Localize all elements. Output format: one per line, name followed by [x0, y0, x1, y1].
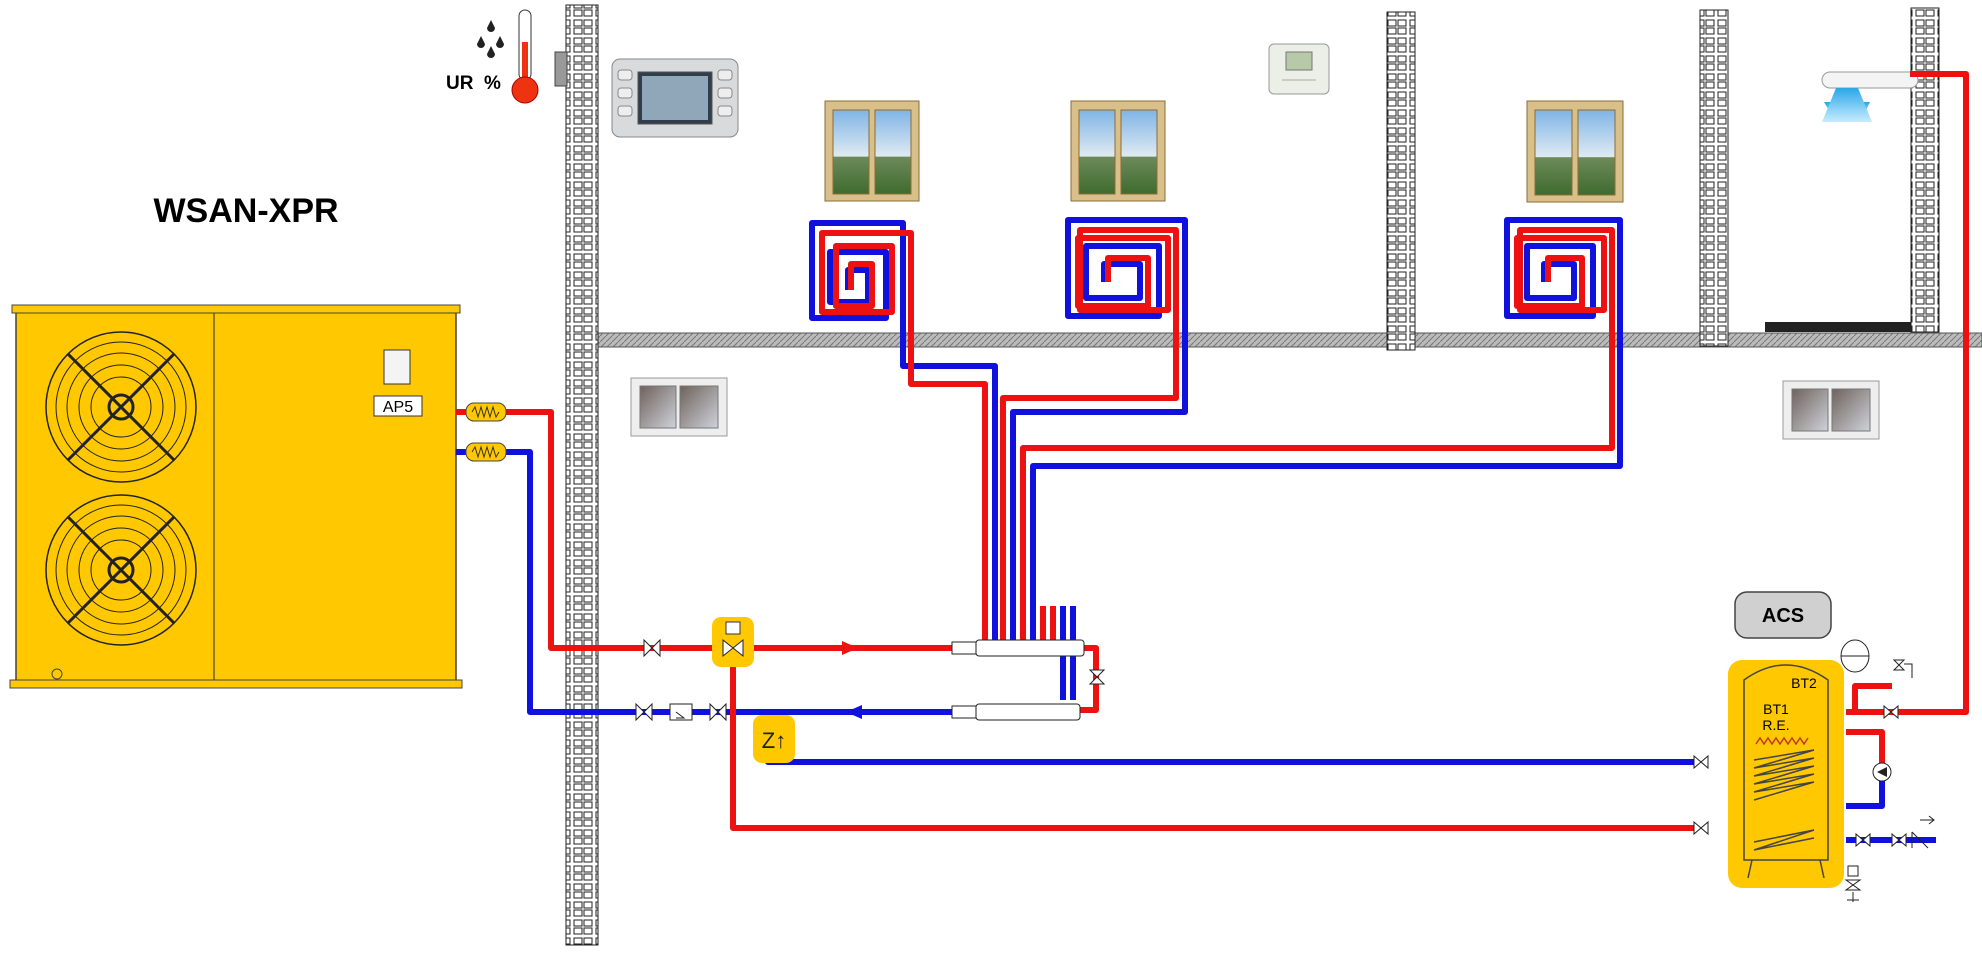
check-valve-icon	[1912, 816, 1934, 848]
thermostat-icon	[1269, 44, 1329, 94]
window-icon	[825, 101, 919, 201]
svg-text:Z↑: Z↑	[762, 728, 786, 753]
tank-sensor-bt1: BT1	[1763, 701, 1789, 717]
floor-heating-loop-1	[812, 223, 911, 338]
tank-icon	[1744, 665, 1828, 878]
flow-arrow-icons	[842, 641, 862, 719]
heat-pump-unit: AP5	[10, 305, 462, 688]
return-manifold	[952, 704, 1080, 720]
valve-icon	[644, 640, 660, 656]
ap5-label: AP5	[383, 399, 413, 416]
zone-valve-icon: Z↑	[753, 715, 795, 763]
tank-heater-label: R.E.	[1762, 717, 1789, 733]
window-icon	[631, 378, 727, 436]
wall-sensor-icon	[555, 52, 567, 86]
humidity-label: UR %	[446, 73, 501, 94]
flex-connector-return	[466, 443, 506, 461]
three-way-valve-icon	[712, 617, 754, 667]
valve-icon	[636, 704, 726, 720]
tank-title: ACS	[1762, 605, 1804, 627]
unit-model-title: WSAN-XPR	[153, 192, 338, 230]
window-icon	[1071, 101, 1165, 201]
dhw-piping	[1846, 74, 1966, 840]
safety-valve-icon	[1894, 660, 1912, 678]
floor-heating-loop-2	[1068, 220, 1185, 338]
pump-icon	[1873, 763, 1891, 781]
expansion-vessel-icon	[1841, 640, 1869, 672]
window-icon	[1783, 381, 1879, 439]
supply-manifold	[952, 640, 1084, 656]
flex-connector-supply	[466, 403, 506, 421]
tank-sensor-bt2: BT2	[1791, 675, 1817, 691]
window-icon	[1527, 101, 1623, 202]
control-panel-icon	[612, 59, 738, 137]
bypass-valve-icon	[1090, 670, 1104, 684]
drain-valve-icon	[1846, 866, 1860, 902]
floor-slab	[598, 333, 1982, 347]
tank-title-box: ACS	[1735, 592, 1831, 638]
shower-icon	[1822, 72, 1918, 122]
floor-heating-loop-3	[1507, 220, 1620, 338]
